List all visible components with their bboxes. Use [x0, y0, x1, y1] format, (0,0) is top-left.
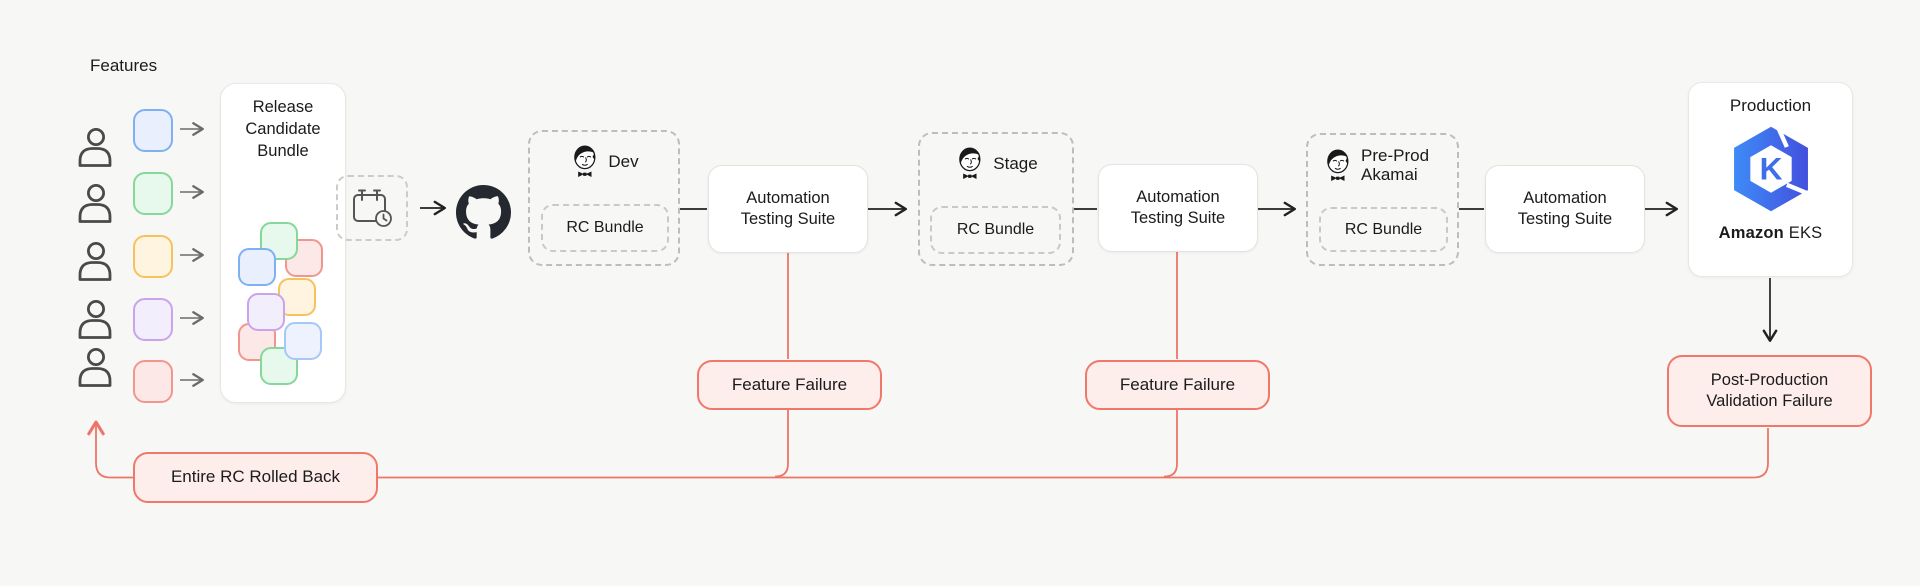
automation-testing-suite-2: Automation Testing Suite [1098, 164, 1258, 252]
automation-testing-suite-3: Automation Testing Suite [1485, 165, 1645, 253]
jenkins-butler-icon [574, 145, 596, 177]
production-box: Production K Amazon EKS [1688, 82, 1853, 277]
user-icon [78, 128, 112, 167]
stage-label-preprod: Pre-Prod Akamai [1361, 146, 1430, 185]
stage-box-stage: Stage RC Bundle [918, 132, 1074, 266]
rc-bundle-preprod: RC Bundle [1319, 207, 1448, 252]
rollback-label: Entire RC Rolled Back [170, 467, 341, 487]
ats-label: Automation Testing Suite [1517, 188, 1613, 228]
stage-label-stage: Stage [993, 153, 1038, 173]
bundle-chip-lightblue [284, 322, 322, 360]
bundle-chip-purple [247, 293, 285, 331]
post-production-failure-label: Post-Production Validation Failure [1706, 370, 1833, 410]
features-title: Features [90, 56, 158, 75]
feature-arrows [180, 122, 204, 387]
github-octocat-icon [456, 185, 511, 239]
feature-failure-box-2: Feature Failure [1085, 360, 1270, 410]
amazon-eks-label: Amazon EKS [1718, 224, 1823, 242]
release-candidate-bundle-title: Release Candidate Bundle [245, 98, 321, 160]
ats-label: Automation Testing Suite [1130, 187, 1226, 227]
calendar-clock-icon [353, 189, 392, 227]
user-icon [78, 242, 112, 281]
rc-bundle-dev: RC Bundle [541, 204, 669, 252]
entire-rc-rolled-back-box: Entire RC Rolled Back [133, 452, 378, 503]
jenkins-butler-icon [959, 147, 981, 179]
user-icon [78, 184, 112, 223]
feature-failure-label: Feature Failure [731, 374, 848, 394]
rc-bundle-label: RC Bundle [566, 219, 644, 236]
jenkins-butler-icon [1327, 148, 1349, 181]
feature-box-orange [133, 235, 173, 278]
feature-failure-label: Feature Failure [1119, 374, 1236, 394]
rc-bundle-stage: RC Bundle [930, 206, 1061, 254]
user-icon [78, 300, 112, 339]
stage-label-dev: Dev [608, 151, 639, 171]
rc-bundle-label: RC Bundle [956, 221, 1035, 238]
production-title: Production [1729, 96, 1812, 115]
feature-failure-box-1: Feature Failure [697, 360, 882, 410]
rc-bundle-label: RC Bundle [1344, 220, 1423, 238]
bundle-chip-blue [238, 248, 276, 286]
amazon-eks-kubernetes-icon: K [1733, 122, 1813, 212]
feature-box-blue [133, 109, 173, 152]
release-schedule-box [336, 175, 408, 241]
automation-testing-suite-1: Automation Testing Suite [708, 165, 868, 253]
feature-box-purple [133, 298, 173, 341]
failure-lines [87, 252, 1769, 479]
stage-box-preprod-akamai: Pre-Prod Akamai RC Bundle [1306, 133, 1459, 266]
stage-box-dev: Dev RC Bundle [528, 130, 680, 266]
eks-logo-letter: K [1759, 151, 1782, 187]
post-production-validation-failure-box: Post-Production Validation Failure [1667, 355, 1872, 427]
feature-box-green [133, 172, 173, 215]
ats-label: Automation Testing Suite [740, 188, 836, 228]
user-icon [78, 348, 112, 387]
feature-box-red [133, 360, 173, 403]
